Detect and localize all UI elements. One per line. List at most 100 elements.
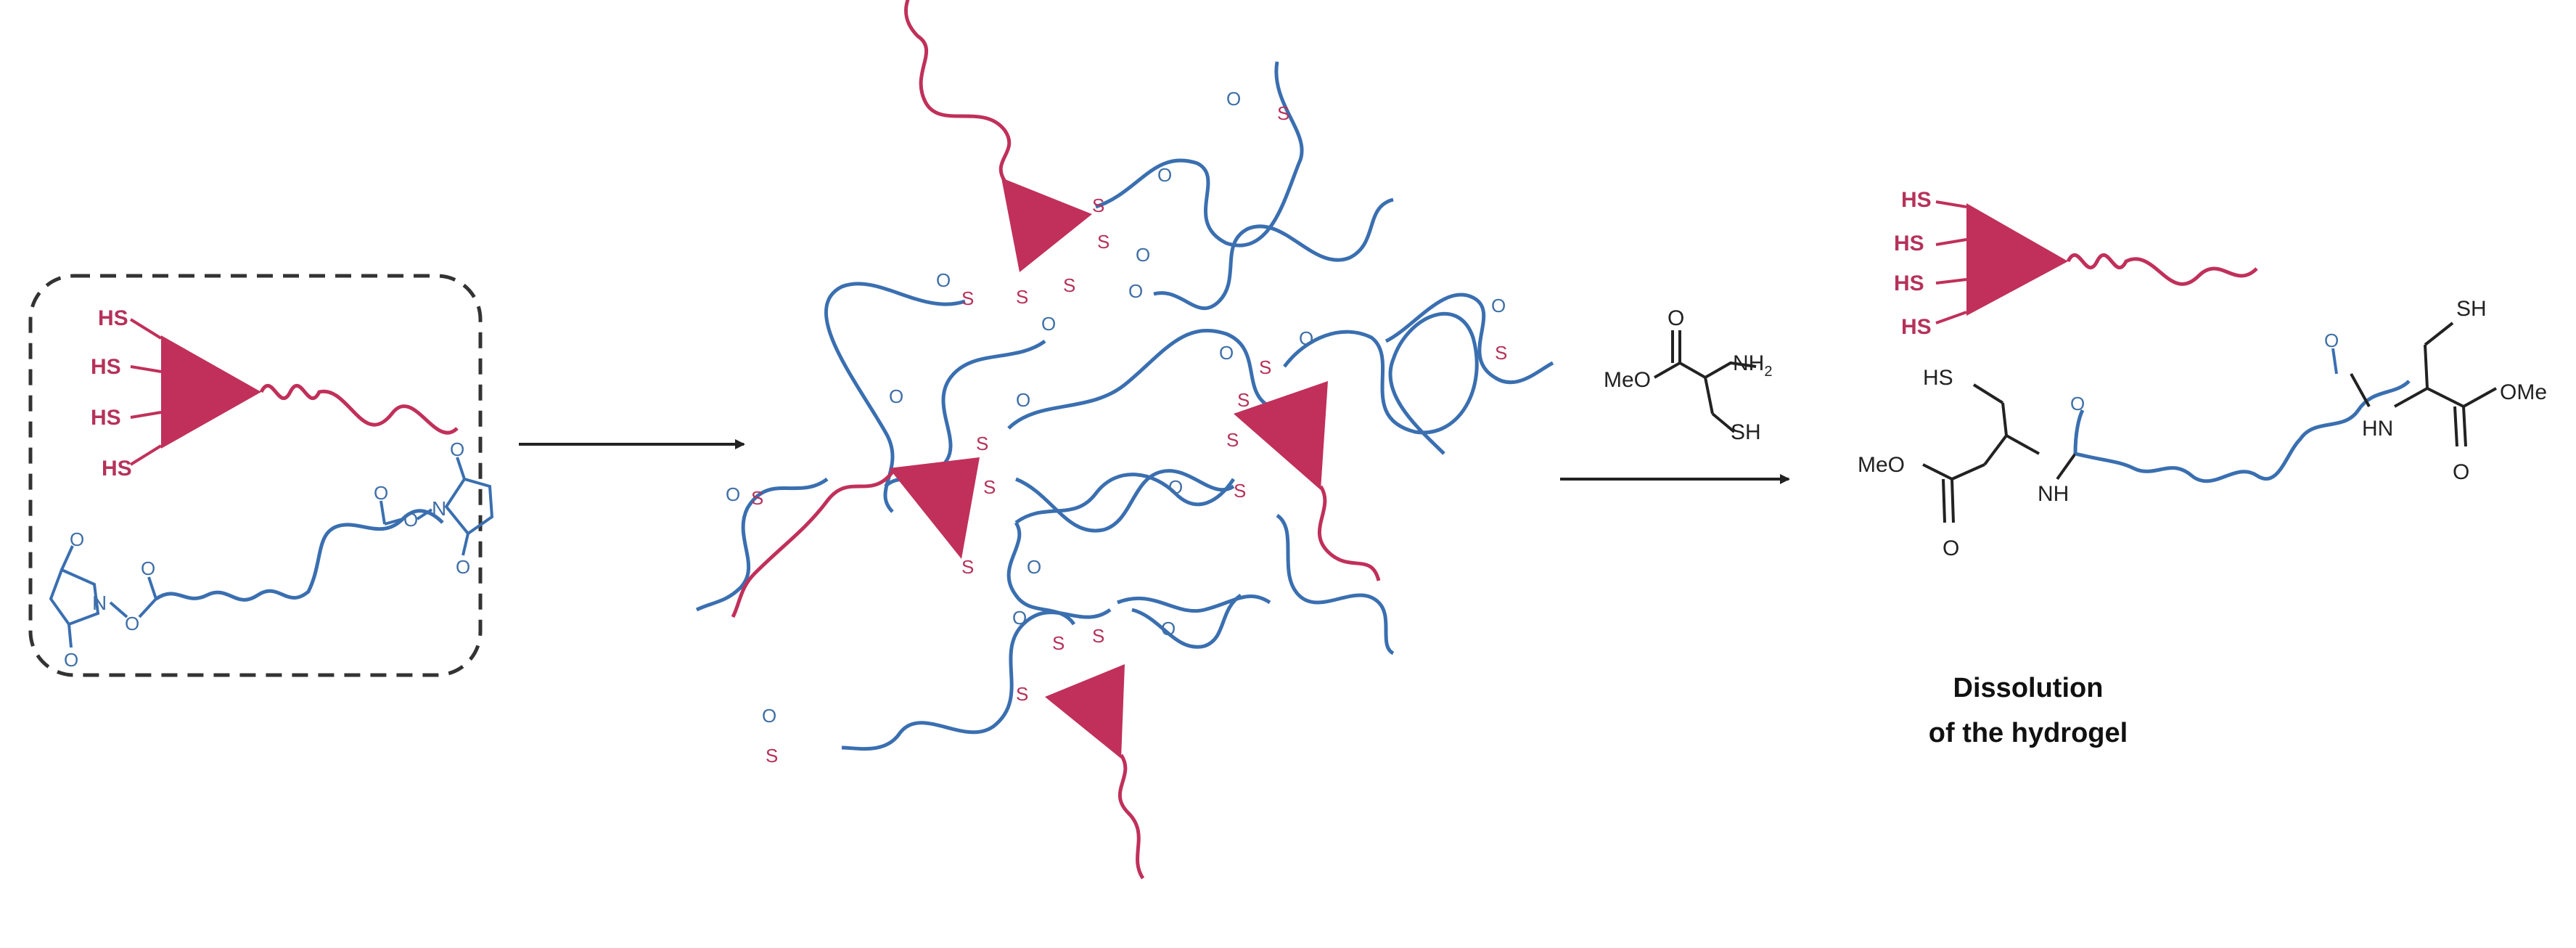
o-label: O	[889, 385, 903, 407]
s-label: S	[983, 476, 996, 498]
thioester-labels: S S S S S S S S S S S S S S S S S S S	[751, 102, 1507, 767]
product-nh-left: NH	[2038, 482, 2069, 506]
s-label: S	[1016, 683, 1028, 705]
o-label: O	[936, 269, 951, 291]
o-label: O	[64, 649, 78, 671]
product-o-left: O	[1943, 536, 1959, 560]
ester-bond	[138, 597, 157, 618]
product-amide-o-left: O	[2070, 393, 2085, 414]
o-label: O	[403, 509, 418, 531]
s-label: S	[1092, 625, 1104, 647]
o-label: O	[450, 438, 464, 460]
o-label: O	[1168, 476, 1183, 498]
s-label: S	[1237, 389, 1250, 411]
o-label: O	[1491, 295, 1506, 316]
thiol-label-4: HS	[1901, 315, 1932, 339]
cn-bond	[2006, 434, 2040, 455]
amide-bond	[2056, 452, 2077, 481]
s-label: S	[1016, 286, 1028, 308]
thiol-arm-2	[1935, 238, 1967, 246]
network-star-tails	[731, 0, 1381, 880]
ch2-bond	[1704, 377, 1714, 414]
succinimide-ring-right	[444, 477, 494, 536]
ch2-bond	[2424, 344, 2429, 389]
s-label: S	[1092, 195, 1104, 216]
cs-bond	[1711, 412, 1736, 433]
s-label: S	[976, 433, 988, 454]
star-core-1	[1001, 178, 1092, 272]
product-methoxy-left: MeO	[1858, 453, 1905, 477]
carbonyl-bond	[462, 533, 469, 556]
product-hn-right: HN	[2362, 417, 2393, 441]
carbonyl-labels: O O O O O O O O O O O O O O O O O	[726, 88, 1506, 727]
product-methoxy-right: OMe	[2500, 380, 2547, 404]
s-label: S	[1234, 480, 1246, 502]
s-label: S	[751, 487, 763, 509]
s-label: S	[1259, 356, 1271, 378]
thiol-label-3: HS	[91, 406, 121, 430]
s-label: S	[961, 287, 974, 309]
thiol-arm-3	[1935, 278, 1967, 285]
reactants-dashed-box	[28, 274, 483, 677]
o-label: O	[1299, 327, 1313, 349]
cn-bond	[2394, 387, 2428, 408]
bis-cysteine-amide: HS MeO O NH O O SH HN OMe O	[1858, 297, 2547, 560]
o-label: O	[1041, 313, 1056, 335]
product-linker-chain	[2073, 380, 2411, 483]
o-label: O	[374, 482, 388, 504]
product-thiol-right: SH	[2456, 297, 2487, 321]
ester-bond	[1951, 463, 1985, 481]
thiol-arm-2	[130, 365, 162, 373]
o-label: O	[1136, 244, 1150, 266]
n-label: N	[92, 592, 107, 614]
cs-bond	[1972, 383, 2004, 404]
amide-bond	[2350, 373, 2371, 407]
s-label: S	[1052, 632, 1065, 654]
hydrogel-network: S S S S S S S S S S S S S S S S S S S O …	[695, 0, 1554, 880]
thiol-arm-1	[129, 318, 163, 340]
cs-bond	[2424, 322, 2454, 346]
o-label: O	[70, 528, 84, 550]
network-crosslinks	[695, 61, 1554, 751]
thiol-label-2: HS	[91, 355, 121, 379]
caption-line-1: Dissolution	[1953, 673, 2104, 703]
star-core-triangle	[1966, 203, 2068, 316]
s-label: S	[766, 745, 778, 767]
o-label: O	[1226, 88, 1241, 110]
o-label: O	[1219, 342, 1234, 364]
thiol-label-4: HS	[102, 457, 132, 481]
reactants-panel: HS HS HS HS O O N O O O O N	[28, 274, 494, 677]
o-label: O	[125, 613, 139, 634]
star-tail	[259, 384, 459, 435]
product-amide-o-right: O	[2324, 330, 2339, 351]
carbonyl-bond	[1942, 478, 1946, 523]
dissolution-products: HS HS HS HS HS MeO O NH O O	[1858, 188, 2547, 748]
o-label: O	[726, 483, 740, 505]
o-label: O	[141, 557, 155, 579]
thiol-arm-4	[1935, 311, 1967, 324]
network-star-cores	[889, 178, 1328, 759]
carbonyl-bond	[147, 576, 157, 600]
ca-bond	[1983, 434, 2008, 466]
carbonyl-bond	[1951, 478, 1955, 523]
n-o-bond	[416, 508, 433, 520]
s-label: S	[961, 556, 974, 578]
n-o-bond	[109, 601, 128, 618]
o-label: O	[1016, 389, 1030, 411]
star-core-4	[1045, 664, 1125, 759]
nhs-crosslinker: O O N O O O O N O O	[49, 438, 494, 671]
succinimide-ring-left	[49, 568, 100, 626]
methoxy-label: MeO	[1604, 368, 1651, 392]
product-o-right: O	[2453, 460, 2469, 484]
carbonyl-bond	[380, 500, 386, 525]
ester-o-bond	[2463, 387, 2497, 408]
s-label: S	[1097, 231, 1109, 253]
thiol-arm-3	[130, 411, 162, 419]
o-label: O	[456, 556, 470, 578]
thiol-label: SH	[1731, 420, 1761, 444]
carbonyl-bond	[60, 545, 74, 571]
carbonyl-bond	[2462, 406, 2467, 447]
thiol-label-2: HS	[1894, 232, 1924, 256]
thiol-label-3: HS	[1894, 271, 1924, 295]
carbonyl-bond	[456, 457, 466, 480]
